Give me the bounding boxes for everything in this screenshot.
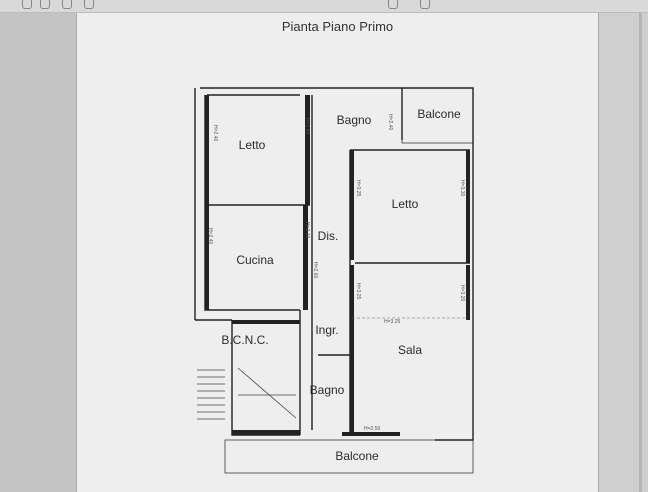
- staircase: [197, 367, 297, 420]
- room-label-balcone-bottom: Balcone: [335, 449, 379, 463]
- toolbar-icon[interactable]: [40, 0, 50, 9]
- dim-label: H=2.40: [387, 114, 393, 130]
- dim-label: H=3.25: [355, 180, 361, 196]
- room-label-bcnc: B.C.N.C.: [221, 333, 268, 347]
- wall-thick: [205, 95, 209, 205]
- dim-label: H=2.40: [207, 228, 213, 244]
- wall: [204, 95, 300, 311]
- dim-label: H=2.40: [304, 118, 310, 134]
- wall-thick: [232, 320, 300, 324]
- dim-label: H=2.50: [364, 426, 380, 432]
- toolbar-icon[interactable]: [84, 0, 94, 9]
- toolbar-icon[interactable]: [62, 0, 72, 9]
- room-label-sala: Sala: [398, 343, 422, 357]
- right-side-panel: [598, 13, 648, 492]
- floor-plan: Letto Bagno Balcone Letto Dis. Cucina In…: [194, 87, 474, 474]
- dim-label: H=3.20: [459, 285, 465, 301]
- stair-step: [237, 367, 297, 419]
- room-label-balcone-top: Balcone: [417, 107, 461, 121]
- room-label-bagno-bottom: Bagno: [310, 383, 345, 397]
- room-label-bagno-top: Bagno: [337, 113, 372, 127]
- wall-thick: [350, 265, 354, 435]
- scrollbar[interactable]: [639, 13, 642, 492]
- room-label-letto-2: Letto: [392, 197, 419, 211]
- toolbar-icon[interactable]: [420, 0, 430, 9]
- dim-label: H=2.60: [312, 262, 318, 278]
- room-label-ingr: Ingr.: [315, 323, 338, 337]
- wall-thick: [466, 265, 470, 320]
- wall-thick: [205, 205, 209, 310]
- dim-label: H=3.25: [355, 283, 361, 299]
- toolbar-icon[interactable]: [22, 0, 32, 9]
- wall-thick: [350, 150, 354, 260]
- viewer-toolbar: [0, 0, 648, 13]
- dim-label: H=3.25: [384, 319, 400, 325]
- wall-thick: [232, 430, 300, 435]
- wall-thick: [303, 205, 308, 310]
- room-label-dis: Dis.: [318, 229, 339, 243]
- dim-label: H=3.30: [459, 180, 465, 196]
- dim-label: H=2.40: [304, 222, 310, 238]
- room-label-letto-1: Letto: [239, 138, 266, 152]
- wall-thick: [305, 95, 310, 205]
- wall: [435, 320, 474, 441]
- toolbar-icon[interactable]: [388, 0, 398, 9]
- room-label-cucina: Cucina: [236, 253, 274, 267]
- wall-thick: [466, 150, 470, 263]
- balcone-bottom-outline: [224, 439, 474, 474]
- page-title: Pianta Piano Primo: [281, 19, 394, 34]
- dim-label: H=2.40: [212, 125, 218, 141]
- balcone-top-outline: [401, 87, 474, 144]
- left-side-panel: [0, 13, 77, 492]
- document-page: Pianta Piano Primo: [77, 13, 598, 492]
- wall-thick: [342, 432, 400, 436]
